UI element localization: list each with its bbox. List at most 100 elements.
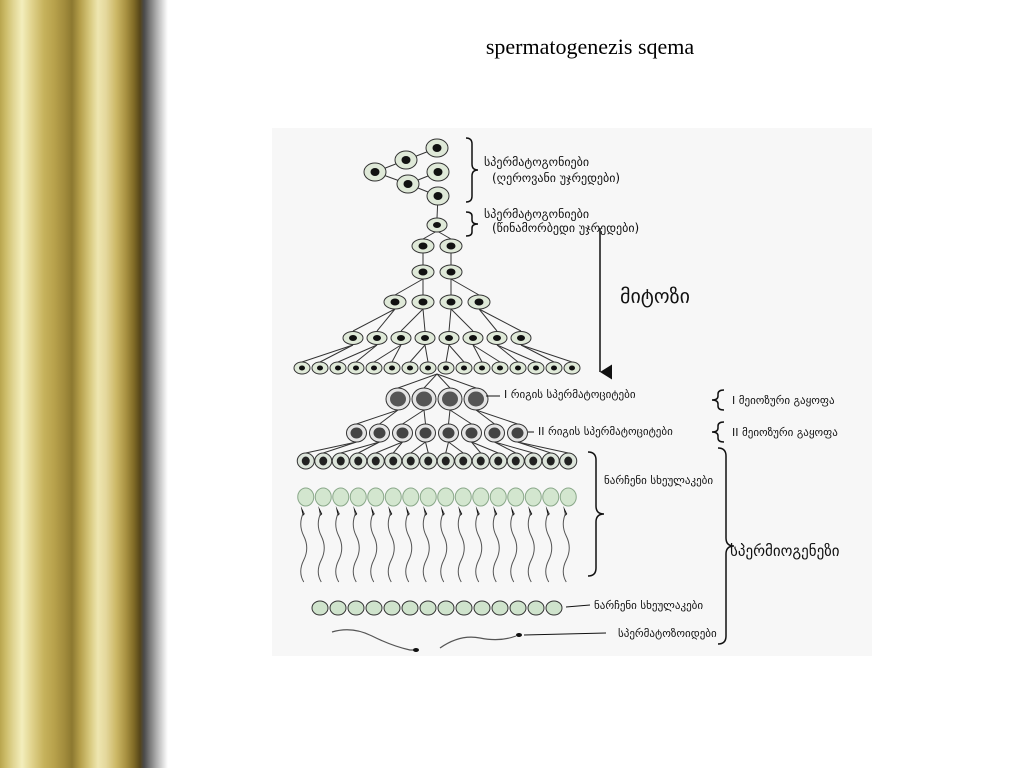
spermatogonium-stem-cell [363,162,387,182]
spermatogonium-cell [491,361,509,375]
spermatogonium-cell [438,331,460,345]
spermatid [331,452,350,470]
spermatid [314,452,333,470]
spermatid [349,452,368,470]
label-spermiogenesis: სპერმიოგენეზი [730,542,840,560]
residual-body [365,600,383,616]
spermatid [419,452,438,470]
spermatid [506,452,525,470]
residual-body [509,600,527,616]
spermatogonium-cell [347,361,365,375]
spermatogonium-cell [563,361,581,375]
spermatogonium-cell [467,294,491,310]
pointer-lines [486,395,607,636]
residual-body [419,600,437,616]
spermatid [436,452,455,470]
residual-body [401,600,419,616]
brace-progenitor [465,211,479,237]
label-spermatogonia-progenitor: სპერმატოგონიები [484,207,589,221]
primary-spermatocyte [411,387,437,411]
spermatogonium-cell [545,361,563,375]
residual-body [473,600,491,616]
elongating-spermatid [332,487,350,583]
spermatogonium-cell [411,264,435,280]
elongating-spermatid [297,487,315,583]
elongating-spermatid [314,487,332,583]
residual-body [347,600,365,616]
elongating-spermatid [454,487,472,583]
spermatogonium-cell [411,238,435,254]
residual-body [383,600,401,616]
spermatogonium-cell [401,361,419,375]
cell-group [293,138,581,652]
spermatid [559,452,578,470]
label-early-spermatids: ნარჩენი სხეულაკები [604,474,713,487]
primary-spermatocyte [385,387,411,411]
spermatogonium-cell [462,331,484,345]
residual-body [527,600,545,616]
spermatogonium-cell [439,238,463,254]
spermatid [541,452,560,470]
braces [465,137,735,645]
brace-meiosis-1 [711,389,725,411]
residual-body [545,600,563,616]
spermatogonium-cell [439,294,463,310]
residual-body [437,600,455,616]
secondary-spermatocyte [507,423,528,443]
spermatogonium-stem-cell [426,186,450,206]
elongating-spermatid [542,487,560,583]
elongating-spermatid [524,487,542,583]
brace-meiosis-2 [711,421,725,443]
spermatogonium-cell [293,361,311,375]
spermatid [454,452,473,470]
spermatogonium-cell [329,361,347,375]
spermatogonium-stem-cell [396,174,420,194]
label-mitosis: მიტოზი [620,284,690,308]
elongating-spermatid [489,487,507,583]
residual-body [491,600,509,616]
elongating-spermatid [507,487,525,583]
label-spermatocytes-2: II რიგის სპერმატოციტები [538,425,673,438]
brace-spermiogenesis [717,447,735,645]
label-spermatogonia-stem: სპერმატოგონიები [484,155,589,169]
spermatogonium-stem-cell [425,138,449,158]
spermatid [524,452,543,470]
spermatogonium-cell [509,361,527,375]
label-residual-bodies: ნარჩენი სხეულაკები [594,599,703,612]
label-meiosis-2: II მეიოზური გაყოფა [732,426,838,439]
spermatogonium-cell [366,331,388,345]
spermatid [366,452,385,470]
elongating-spermatid [437,487,455,583]
spermatid [384,452,403,470]
primary-spermatocyte [463,387,489,411]
secondary-spermatocyte [438,423,459,443]
label-spermatogonia-stem-sub: (ღეროვანი უჯრედები) [492,171,620,185]
spermatid [401,452,420,470]
spermatid [471,452,490,470]
residual-body [311,600,329,616]
spermatogonium-progenitor-cell [426,217,448,233]
label-spermatocytes-1: I რიგის სპერმატოციტები [504,388,636,401]
spermatogonium-cell [455,361,473,375]
spermatogonium-cell [473,361,491,375]
spermatogonium-cell [365,361,383,375]
spermatogonium-cell [510,331,532,345]
spermatogonium-stem-cell [394,150,418,170]
spermatozoa [331,629,522,652]
spermatogonium-cell [437,361,455,375]
label-meiosis-1: I მეიოზური გაყოფა [732,394,835,407]
spermatogonium-cell [486,331,508,345]
spermatid [296,452,315,470]
brace-stem [465,137,479,203]
elongating-spermatid [402,487,420,583]
decorative-side-border [0,0,168,768]
elongating-spermatid [419,487,437,583]
spermatogonium-cell [527,361,545,375]
spermatogenesis-diagram-panel [272,128,872,656]
secondary-spermatocyte [461,423,482,443]
elongating-spermatid [349,487,367,583]
spermatogonium-cell [390,331,412,345]
secondary-spermatocyte [346,423,367,443]
primary-spermatocyte [437,387,463,411]
